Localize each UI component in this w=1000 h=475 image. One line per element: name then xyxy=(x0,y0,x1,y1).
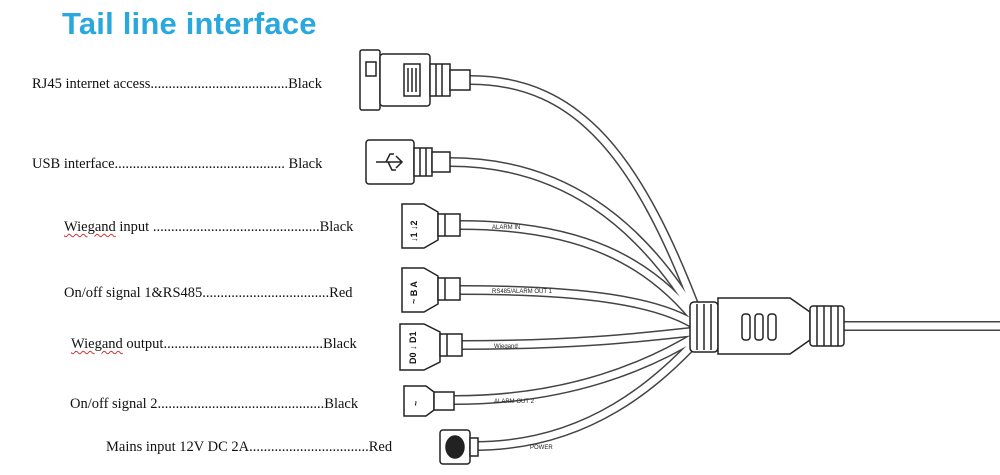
wiegand-input-connector-icon xyxy=(401,203,461,249)
rj45-connector-icon xyxy=(359,49,471,111)
cables xyxy=(445,75,1000,451)
label-rj45: RJ45 internet access....................… xyxy=(32,76,322,92)
port-label-wiegand: D0 ↓ D1 xyxy=(408,331,418,364)
usb-connector-icon xyxy=(365,139,451,185)
cable-label-rs485: RS485/ALARM OUT 1 xyxy=(492,289,553,295)
cable-label-wiegand: Wiegand xyxy=(494,344,518,350)
port-label-alarm-in: ↓1 ↓2 xyxy=(409,220,419,242)
label-wiegand-output: Wiegand output..........................… xyxy=(71,336,357,352)
alarm-out-2-connector-icon xyxy=(403,385,455,417)
label-wiegand-input: Wiegand input ..........................… xyxy=(64,219,354,235)
port-label-rs485: ~ B A xyxy=(409,281,419,304)
label-usb: USB interface...........................… xyxy=(32,156,323,172)
cable-label-alarm-in: ALARM IN xyxy=(492,225,520,231)
junction-body-icon xyxy=(689,297,845,355)
label-onoff-signal-2: On/off signal 2.........................… xyxy=(70,396,359,412)
wiegand-output-connector-icon xyxy=(399,323,463,371)
cable-label-alarm-out-2: ALARM OUT 2 xyxy=(494,399,535,405)
label-onoff-signal-1: On/off signal 1&RS485...................… xyxy=(64,285,353,301)
label-mains-input: Mains input 12V DC 2A...................… xyxy=(106,439,393,455)
diagram-title: Tail line interface xyxy=(62,6,317,41)
power-connector-icon xyxy=(439,429,479,465)
cable-label-power: POWER xyxy=(530,445,553,451)
rs485-connector-icon xyxy=(401,267,461,313)
port-label-alarm-out-2: ~ xyxy=(411,401,421,406)
